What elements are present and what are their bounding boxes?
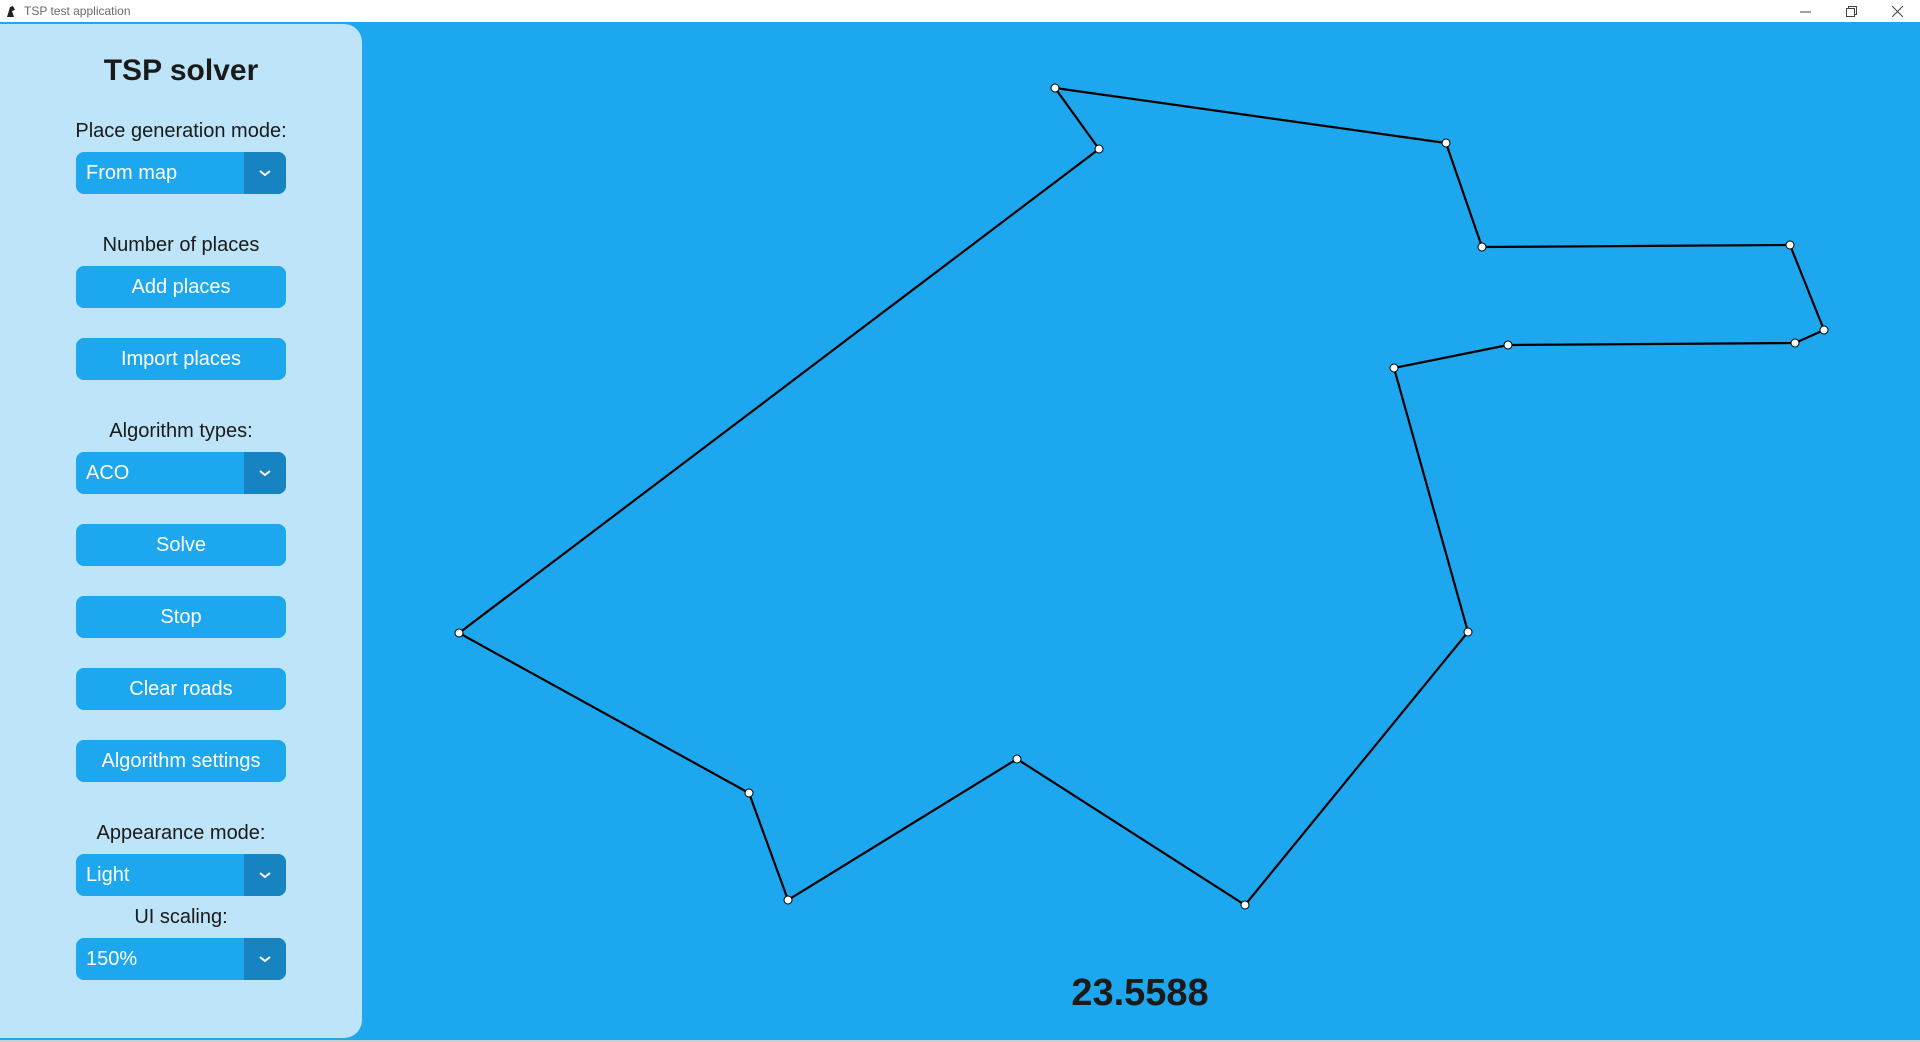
- sidebar-title: TSP solver: [103, 54, 259, 87]
- ui-scaling-label: UI scaling:: [134, 906, 228, 928]
- route-path: [456, 86, 1826, 907]
- place-point[interactable]: [1240, 900, 1250, 910]
- place-point[interactable]: [1094, 144, 1104, 154]
- sidebar: TSP solver Place generation mode: From m…: [0, 24, 362, 1038]
- app-icon: [7, 6, 15, 17]
- chevron-down-icon: [259, 170, 271, 177]
- place-point[interactable]: [454, 628, 464, 638]
- chevron-down-icon: [259, 872, 271, 879]
- stop-button[interactable]: Stop: [76, 596, 286, 638]
- appearance-dropdown[interactable]: Light: [76, 854, 286, 896]
- appearance-dropdown-arrow[interactable]: [244, 854, 286, 896]
- ui-scaling-value: 150%: [86, 947, 138, 970]
- algorithm-dropdown-arrow[interactable]: [244, 452, 286, 494]
- ui-scaling-dropdown-arrow[interactable]: [244, 938, 286, 980]
- place-point[interactable]: [783, 895, 793, 905]
- restore-icon: [1845, 5, 1857, 17]
- appearance-label: Appearance mode:: [96, 822, 266, 844]
- place-mode-label: Place generation mode:: [75, 120, 287, 142]
- num-places-label: Number of places: [102, 234, 260, 256]
- solve-button[interactable]: Solve: [76, 524, 286, 566]
- place-point[interactable]: [744, 788, 754, 798]
- place-point[interactable]: [1790, 338, 1800, 348]
- place-point[interactable]: [1503, 340, 1513, 350]
- place-point[interactable]: [1477, 242, 1487, 252]
- places-layer: [454, 83, 1829, 910]
- algorithm-dropdown[interactable]: ACO: [76, 452, 286, 494]
- place-point[interactable]: [1463, 627, 1473, 637]
- app-window: TSP solver Place generation mode: From m…: [0, 22, 1920, 1040]
- close-button[interactable]: [1874, 0, 1920, 22]
- window-title: TSP test application: [24, 4, 131, 18]
- chevron-down-icon: [259, 470, 271, 477]
- title-bar: TSP test application: [0, 0, 1920, 22]
- place-point[interactable]: [1785, 240, 1795, 250]
- place-mode-dropdown[interactable]: From map: [76, 152, 286, 194]
- place-mode-value: From map: [86, 161, 178, 184]
- restore-button[interactable]: [1828, 0, 1874, 22]
- algorithm-value: ACO: [86, 461, 130, 484]
- place-point[interactable]: [1441, 138, 1451, 148]
- place-point[interactable]: [1050, 83, 1060, 93]
- place-point[interactable]: [1012, 754, 1022, 764]
- place-point[interactable]: [1819, 325, 1829, 335]
- place-point[interactable]: [1389, 363, 1399, 373]
- appearance-value: Light: [86, 863, 130, 886]
- algorithm-settings-button[interactable]: Algorithm settings: [76, 740, 286, 782]
- import-places-button[interactable]: Import places: [76, 338, 286, 380]
- minimize-button[interactable]: [1782, 0, 1828, 22]
- add-places-button[interactable]: Add places: [76, 266, 286, 308]
- ui-scaling-dropdown[interactable]: 150%: [76, 938, 286, 980]
- route-distance: 23.5588: [1071, 972, 1209, 1014]
- clear-roads-button[interactable]: Clear roads: [76, 668, 286, 710]
- chevron-down-icon: [259, 956, 271, 963]
- minimize-icon: [1799, 11, 1811, 12]
- place-mode-dropdown-arrow[interactable]: [244, 152, 286, 194]
- map-canvas[interactable]: [362, 22, 1920, 1040]
- algorithm-label: Algorithm types:: [109, 420, 253, 442]
- close-icon: [1891, 5, 1903, 17]
- window-bottom-border: [0, 1040, 1920, 1042]
